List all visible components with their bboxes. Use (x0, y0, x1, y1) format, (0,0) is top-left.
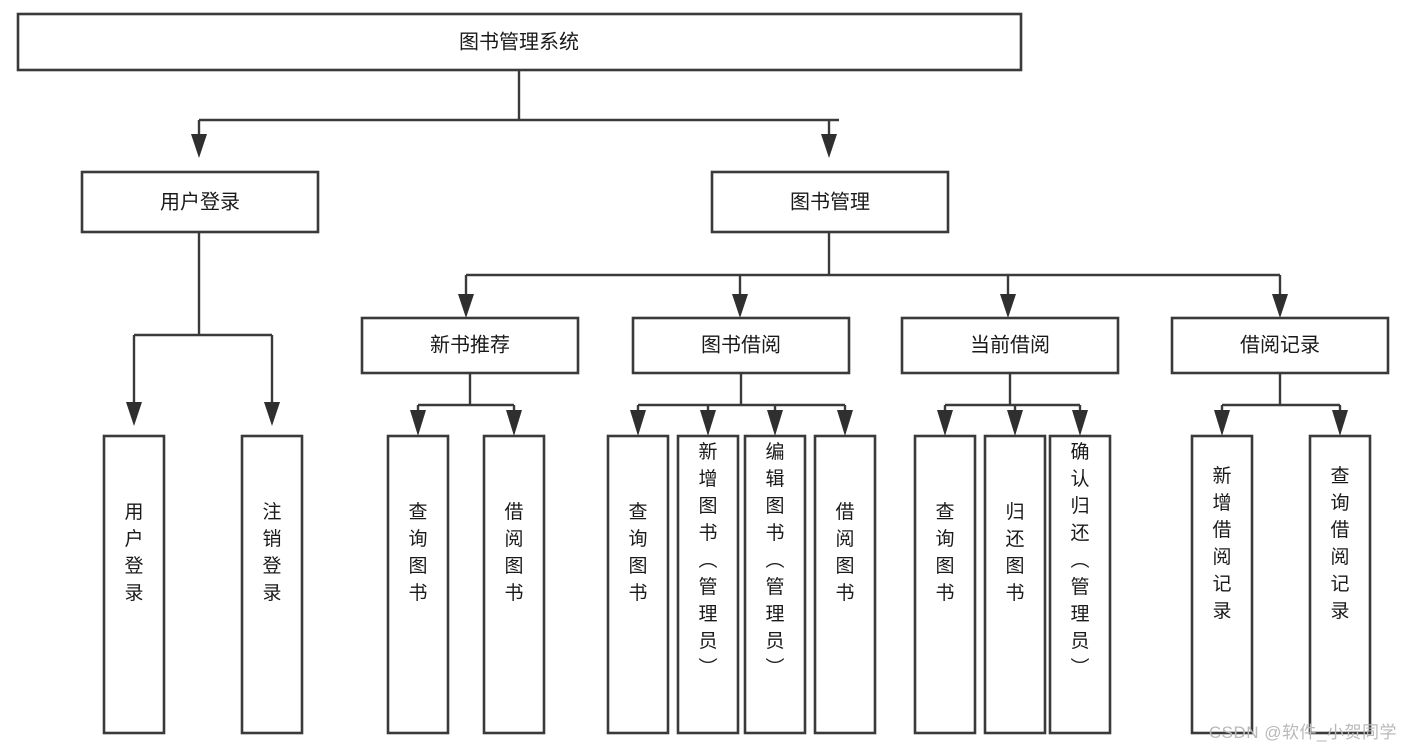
node-new-book-recommend-box[interactable] (360, 316, 580, 375)
connector-group-user-login (126, 232, 280, 426)
connector-group-book-borrow (630, 373, 853, 436)
leaf-bb-1-label: 查询图书 (628, 501, 647, 604)
arrow-head-current-borrow (1000, 294, 1016, 318)
node-borrow-record-box[interactable] (1170, 316, 1390, 375)
leaf-cb-2-label: 归还图书 (1005, 501, 1024, 604)
node-user-login-label: 用户登录 (160, 190, 240, 213)
arrow-head-new-book-recommend (458, 294, 474, 318)
node-book-borrow-box[interactable] (631, 316, 851, 375)
leaf-user-login-1-label: 用户登录 (124, 502, 143, 604)
arrow-head-leaf-br-2 (1332, 410, 1348, 436)
arrow-head-leaf-nbr-2 (506, 410, 522, 436)
arrow-head-user-login (191, 134, 207, 158)
arrow-head-leaf-nbr-1 (410, 410, 426, 436)
node-new-book-recommend-label: 新书推荐 (430, 333, 510, 356)
leaf-br-1-box[interactable] (1190, 434, 1254, 735)
leaf-nbr-1-label: 查询图书 (408, 501, 427, 604)
arrow-head-leaf-cb-1 (937, 410, 953, 436)
node-current-borrow-label: 当前借阅 (970, 333, 1050, 356)
arrow-head-leaf-bb-2 (700, 410, 716, 436)
node-borrow-record-label: 借阅记录 (1240, 333, 1320, 356)
arrow-head-leaf-bb-4 (837, 410, 853, 436)
leaf-cb-3-label: 确认归还︵管理员︶ (1070, 441, 1089, 679)
node-book-manage[interactable]: 图书管理 (710, 170, 950, 234)
node-root[interactable]: 图书管理系统 (16, 12, 1023, 72)
node-user-login-box[interactable] (80, 170, 320, 234)
leaf-node[interactable]: 注销登录 (240, 434, 304, 735)
leaf-br-2-label: 查询借阅记录 (1330, 465, 1349, 622)
node-root-label: 图书管理系统 (459, 30, 579, 53)
leaf-bb-4-box[interactable] (813, 434, 877, 735)
node-user-login[interactable]: 用户登录 (80, 170, 320, 234)
leaf-bb-2-label: 新增图书︵管理员︶ (698, 441, 717, 679)
leaf-bb-4-label: 借阅图书 (835, 501, 854, 604)
arrow-head-borrow-record (1272, 294, 1288, 318)
connector-group-root (191, 70, 839, 158)
arrow-head-leaf-cb-2 (1007, 410, 1023, 436)
leaf-node[interactable]: 用户登录 (102, 434, 166, 735)
leaf-node[interactable]: 借阅图书 (482, 434, 546, 735)
leaf-node[interactable]: 查询图书 (386, 434, 450, 735)
leaf-cb-1-box[interactable] (913, 434, 977, 735)
leaf-bb-2-box[interactable] (676, 434, 740, 735)
leaf-node[interactable]: 借阅图书 (813, 434, 877, 735)
leaf-br-1-label: 新增借阅记录 (1212, 465, 1231, 622)
node-current-borrow[interactable]: 当前借阅 (900, 316, 1120, 375)
leaf-node[interactable]: 归还图书 (983, 434, 1047, 735)
node-current-borrow-box[interactable] (900, 316, 1120, 375)
arrow-head-leaf-bb-1 (630, 410, 646, 436)
leaf-user-login-2-label: 注销登录 (262, 501, 281, 604)
leaf-node[interactable]: 新增借阅记录 (1190, 434, 1254, 735)
connector-group-current-borrow (937, 373, 1088, 436)
leaf-nbr-1-box[interactable] (386, 434, 450, 735)
leaf-bb-3-label: 编辑图书︵管理员︶ (765, 441, 784, 679)
leaf-br-2-box[interactable] (1308, 434, 1372, 735)
leaf-node[interactable]: 新增图书︵管理员︶ (676, 434, 740, 735)
leaf-node[interactable]: 查询借阅记录 (1308, 434, 1372, 735)
leaf-bb-3-box[interactable] (743, 434, 807, 735)
arrow-head-leaf-br-1 (1214, 410, 1230, 436)
leaf-cb-3-box[interactable] (1048, 434, 1112, 735)
connector-group-new-book-recommend (410, 373, 522, 436)
node-new-book-recommend[interactable]: 新书推荐 (360, 316, 580, 375)
node-book-borrow-label: 图书借阅 (701, 333, 781, 356)
leaf-cb-2-box[interactable] (983, 434, 1047, 735)
arrow-head-leaf-user-login-1 (126, 402, 142, 426)
leaf-node[interactable]: 编辑图书︵管理员︶ (743, 434, 807, 735)
leaf-node[interactable]: 查询图书 (606, 434, 670, 735)
leaf-node[interactable]: 查询图书 (913, 434, 977, 735)
arrow-head-leaf-user-login-2 (264, 402, 280, 426)
leaf-cb-1-label: 查询图书 (935, 501, 954, 604)
arrow-head-leaf-cb-3 (1072, 410, 1088, 436)
leaf-user-login-1-box[interactable] (102, 434, 166, 735)
arrow-head-book-borrow (732, 294, 748, 318)
node-book-manage-box[interactable] (710, 170, 950, 234)
leaf-nbr-2-label: 借阅图书 (504, 501, 523, 604)
arrow-head-book-manage (821, 134, 837, 158)
leaf-user-login-2-box[interactable] (240, 434, 304, 735)
connector-group-book-manage (458, 232, 1288, 318)
node-root-box[interactable] (16, 12, 1023, 72)
arrow-head-leaf-bb-3 (767, 410, 783, 436)
node-book-borrow[interactable]: 图书借阅 (631, 316, 851, 375)
leaf-bb-1-box[interactable] (606, 434, 670, 735)
node-book-manage-label: 图书管理 (790, 190, 870, 213)
leaf-nbr-2-box[interactable] (482, 434, 546, 735)
node-borrow-record[interactable]: 借阅记录 (1170, 316, 1390, 375)
connector-group-borrow-record (1214, 373, 1348, 436)
leaf-node[interactable]: 确认归还︵管理员︶ (1048, 434, 1112, 735)
